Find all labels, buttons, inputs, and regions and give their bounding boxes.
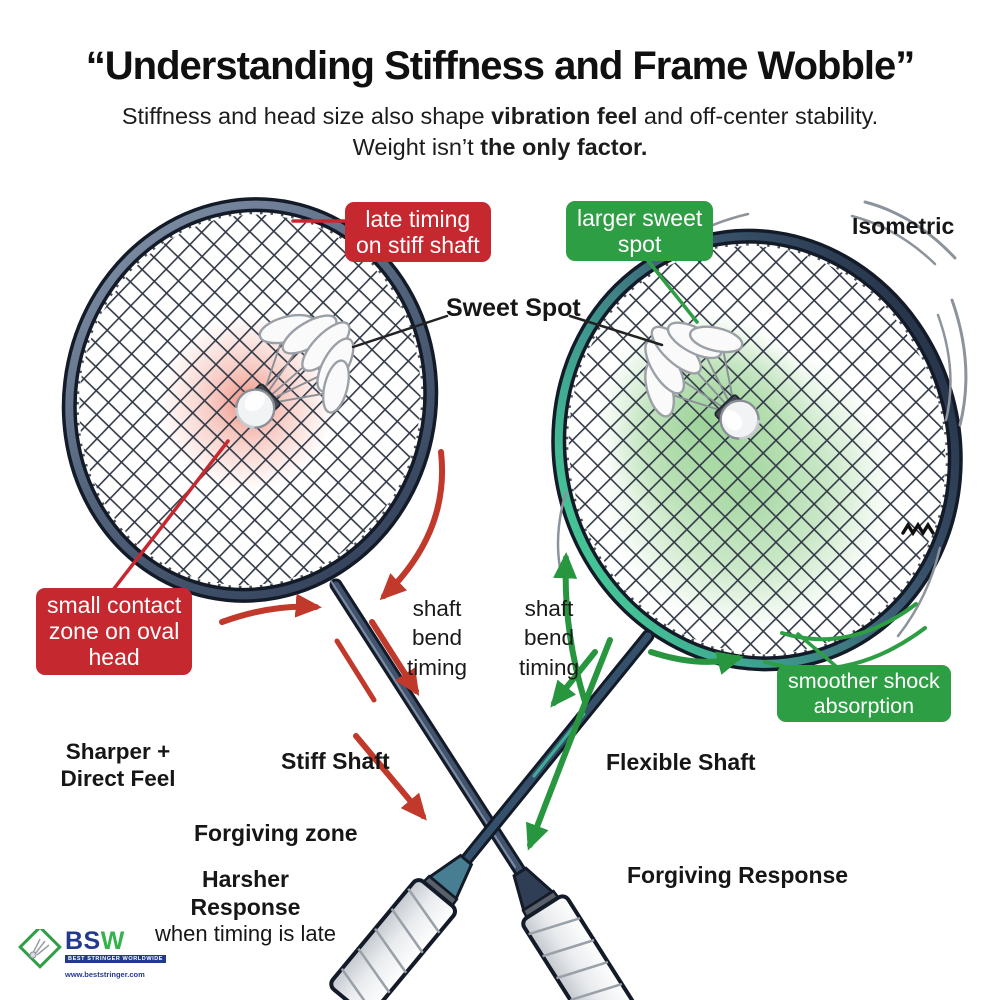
sweet-spot-label: Sweet Spot	[446, 294, 581, 322]
harsher-response-line2: when timing is late	[155, 921, 336, 947]
bsw-logo: BSW BEST STRINGER WORLDWIDE www.beststri…	[16, 927, 167, 979]
right-grip	[329, 878, 458, 1000]
green-arrows	[526, 552, 744, 851]
bsw-logo-tagline: BEST STRINGER WORLDWIDE	[65, 955, 167, 963]
forgiving-response-label: Forgiving Response	[627, 862, 849, 888]
page-subtitle: Stiffness and head size also shape vibra…	[0, 101, 1000, 163]
right-racket	[329, 228, 963, 1000]
harsher-response-line1: Harsher Response	[190, 866, 301, 920]
red-arrows	[219, 449, 445, 821]
sweet-spot-line-right	[568, 314, 664, 347]
forgiving-zone-label: Forgiving zone	[194, 820, 358, 846]
bsw-logo-diamond-icon	[18, 929, 62, 969]
shaft-bend-timing-right: shaft bend timing	[518, 596, 580, 680]
shaft-bend-timing-left: shaft bend timing	[406, 596, 468, 680]
flexible-shaft-label: Flexible Shaft	[606, 749, 756, 775]
callout-late-timing: late timing on stiff shaft	[345, 202, 491, 263]
sharper-direct-feel-label: Sharper + Direct Feel	[60, 739, 176, 791]
subtitle-line-1: Stiffness and head size also shape vibra…	[121, 103, 879, 129]
left-grip	[521, 894, 639, 1000]
impact-scribble	[901, 521, 935, 537]
page-title: “Understanding Stiffness and Frame Wobbl…	[85, 44, 915, 88]
stiff-shaft-label: Stiff Shaft	[281, 748, 390, 774]
small-contact-line	[111, 439, 230, 592]
isometric-label: Isometric	[852, 213, 955, 239]
sweet-spot-line-left	[351, 314, 449, 349]
larger-sweet-spot-line	[643, 255, 699, 324]
bsw-logo-url: www.beststringer.com	[65, 970, 145, 979]
harsher-response-label: Harsher Response when timing is late	[148, 866, 343, 948]
left-racket	[61, 197, 639, 1000]
callout-small-contact: small contact zone on oval head	[36, 588, 193, 675]
callout-lines	[111, 219, 840, 670]
subtitle-line-2: Weight isn’t the only factor.	[352, 134, 648, 161]
smoother-shock-line	[796, 632, 840, 670]
bsw-logo-text: BSW	[65, 927, 125, 955]
callout-smoother-shock: smoother shock absorption	[777, 665, 951, 722]
callout-larger-sweet-spot: larger sweet spot	[566, 201, 714, 262]
